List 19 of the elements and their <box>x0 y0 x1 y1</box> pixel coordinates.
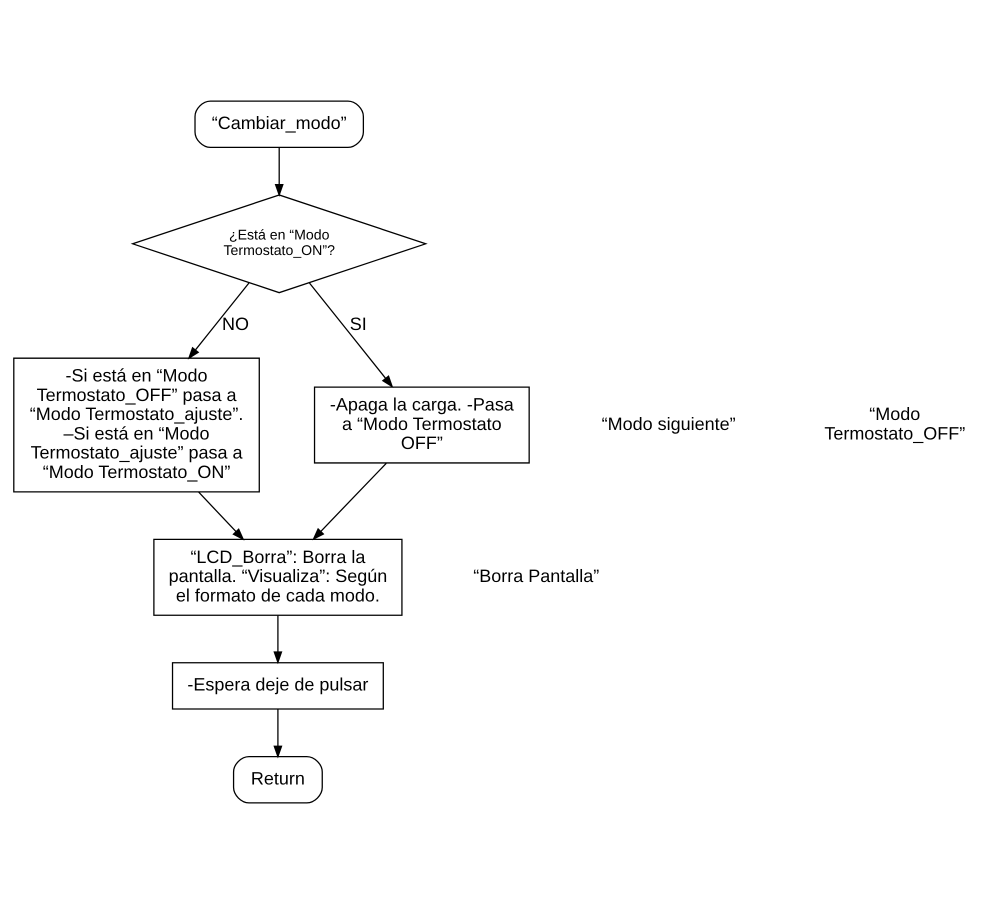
arrow <box>188 282 250 360</box>
node-box: -Espera deje de pulsar <box>172 662 384 710</box>
node-box: -Si está en “Modo Termostato_OFF” pasa a “Modo Termostato_ajuste”. –Si está en “Modo Termostato_ajuste” pasa a “Modo Termostato_ON” <box>13 358 260 492</box>
arrow <box>273 616 282 664</box>
node-box: Return <box>232 756 323 804</box>
arrow <box>273 709 282 758</box>
arrow <box>312 462 387 540</box>
node-box: “LCD_Borra”: Borra la pantalla. “Visualiza”: Según el formato de cada modo. <box>153 538 403 616</box>
arrow <box>198 492 244 541</box>
node-box: “Cambiar_modo” <box>194 100 364 148</box>
arrow <box>274 148 284 197</box>
label: “Modo Termostato_OFF” <box>824 404 966 444</box>
edge-label: SI <box>350 314 367 334</box>
label: “Modo siguiente” <box>602 414 736 434</box>
label: “Borra Pantalla” <box>473 566 600 586</box>
node-box: -Apaga la carga. -Pasa a “Modo Termostato OFF” <box>314 386 530 464</box>
node-diamond: ¿Está en “Modo Termostato_ON”? <box>130 194 428 294</box>
edge-label: NO <box>222 314 249 334</box>
arrow <box>308 282 394 388</box>
